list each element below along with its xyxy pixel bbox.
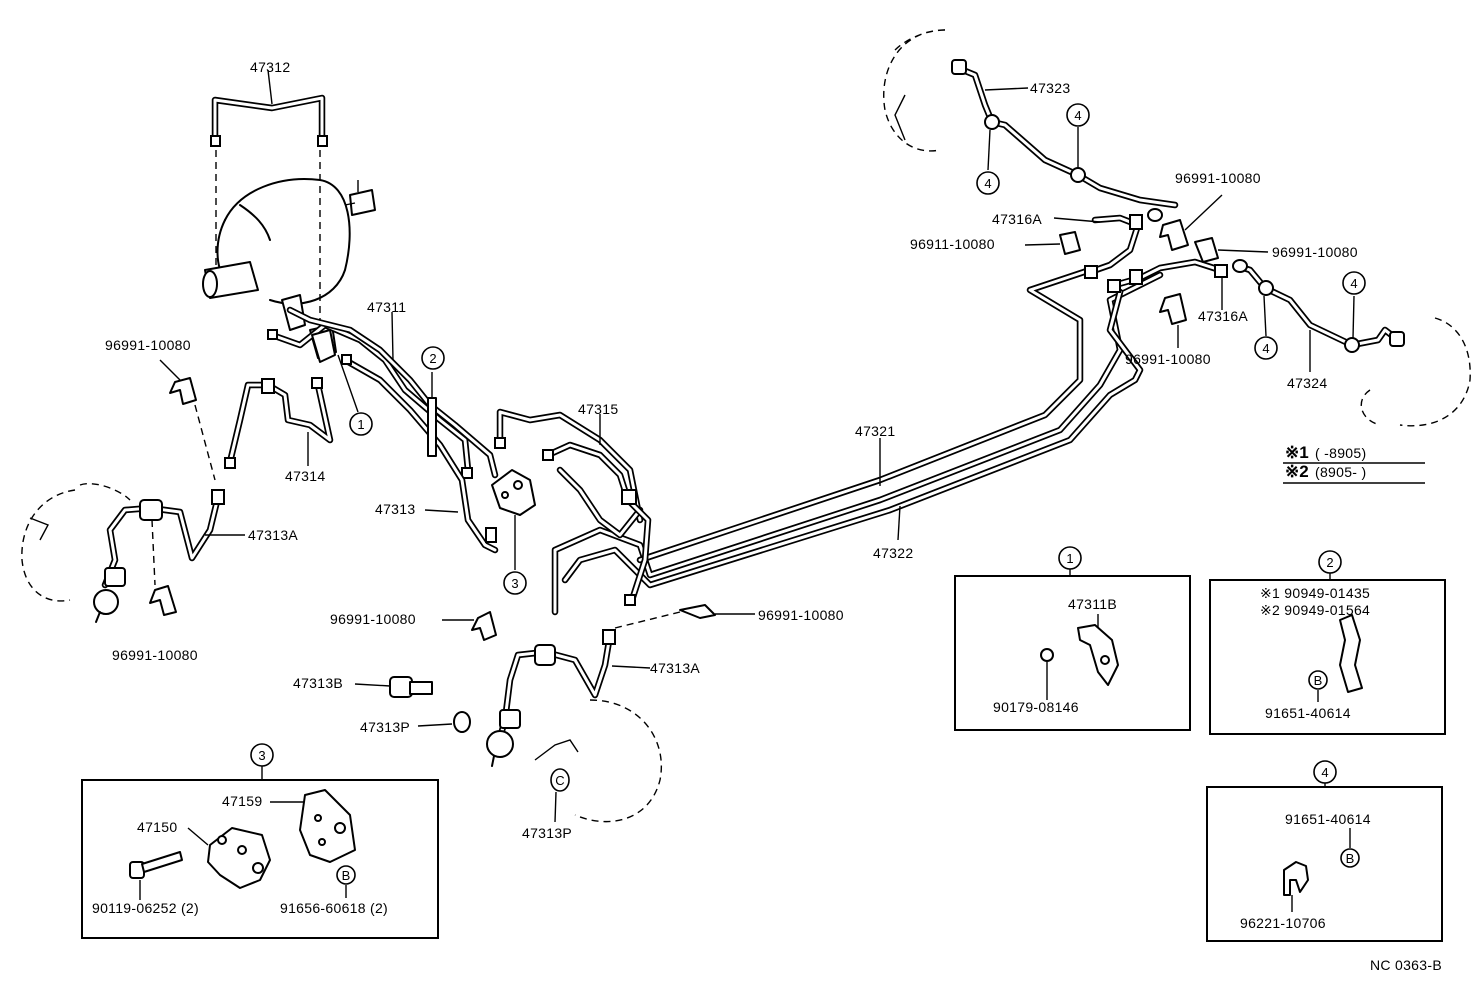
label-clip-mid-left: 96991-10080 bbox=[330, 611, 416, 627]
clip-callout-2: 2 bbox=[421, 346, 445, 457]
callout-2-top: 2 bbox=[429, 351, 436, 366]
left-front-wheel: 47313A 96991-10080 bbox=[21, 483, 298, 663]
label-47313A-left: 47313A bbox=[248, 527, 298, 543]
callout-3-top: 3 bbox=[511, 576, 518, 591]
label-47313A-mid: 47313A bbox=[650, 660, 700, 676]
callout-4-b: 4 bbox=[1074, 108, 1081, 123]
detail2-line1: ※1 90949-01435 bbox=[1260, 585, 1370, 601]
label-47316A-mid: 47316A bbox=[1198, 308, 1248, 324]
tubes-47316A: 47316A 47316A bbox=[992, 208, 1248, 324]
label-clip-left-top: 96991-10080 bbox=[105, 337, 191, 353]
legend: ※1 ( -8905) ※2 (8905- ) bbox=[1283, 443, 1425, 484]
label-47313: 47313 bbox=[375, 501, 415, 517]
label-47313B: 47313B bbox=[293, 675, 343, 691]
label-clip-r1: 96991-10080 bbox=[1175, 170, 1261, 186]
main-brake-lines: 47321 47322 bbox=[551, 266, 1164, 616]
diagram-code: NC 0363-B bbox=[1370, 957, 1442, 973]
label-47322: 47322 bbox=[873, 545, 913, 561]
tube-47313: 47313 bbox=[341, 354, 499, 554]
detail4-part-b: 96221-10706 bbox=[1240, 915, 1326, 931]
legend-text-1: ( -8905) bbox=[1315, 445, 1366, 461]
legend-mark-2: ※2 bbox=[1285, 462, 1309, 481]
detail4-callout: 4 bbox=[1321, 765, 1328, 780]
detail2-part-b: 91651-40614 bbox=[1265, 705, 1351, 721]
clamp-callout-1: 1 bbox=[311, 329, 373, 436]
rear-clips: 96991-10080 96991-10080 96991-10080 9691… bbox=[910, 170, 1358, 367]
right-front-wheel: 47313A C 47313P bbox=[486, 629, 700, 841]
label-47324: 47324 bbox=[1287, 375, 1327, 391]
tube-center-down bbox=[621, 489, 652, 606]
label-47323: 47323 bbox=[1030, 80, 1070, 96]
detail-box-3: 3 47159 47150 90119-06252 (2) B 91656-60… bbox=[81, 743, 439, 939]
detail2-line2: ※2 90949-01564 bbox=[1260, 602, 1370, 618]
detail2-callout: 2 bbox=[1326, 555, 1333, 570]
detail3-callout-B: B bbox=[342, 868, 351, 883]
callout-4-c: 4 bbox=[1262, 341, 1269, 356]
rear-left-wheel: 47323 4 4 bbox=[883, 29, 1179, 209]
hose-bolt-47313B: 47313B bbox=[293, 675, 433, 698]
detail3-part-b: 47150 bbox=[137, 819, 177, 835]
label-47316A-top: 47316A bbox=[992, 211, 1042, 227]
detail1-part-b: 90179-08146 bbox=[993, 699, 1079, 715]
tube-47314: 47314 bbox=[224, 377, 334, 484]
label-47315: 47315 bbox=[578, 401, 618, 417]
detail1-part-a: 47311B bbox=[1068, 596, 1117, 612]
detail3-part-a: 47159 bbox=[222, 793, 262, 809]
detail3-part-c: 90119-06252 (2) bbox=[92, 900, 199, 916]
label-clip-mid-right: 96991-10080 bbox=[758, 607, 844, 623]
detail3-part-d: 91656-60618 (2) bbox=[280, 900, 388, 916]
label-clip-left-bot: 96991-10080 bbox=[112, 647, 198, 663]
detail-box-2: 2 ※1 90949-01435 ※2 90949-01564 B 91651-… bbox=[1209, 550, 1446, 735]
callout-C: C bbox=[555, 773, 564, 788]
label-47312: 47312 bbox=[250, 59, 290, 75]
legend-mark-1: ※1 bbox=[1285, 443, 1309, 462]
callout-4-d: 4 bbox=[1350, 276, 1357, 291]
detail4-part-a: 91651-40614 bbox=[1285, 811, 1371, 827]
detail-box-1: 1 47311B 90179-08146 bbox=[954, 546, 1191, 731]
detail1-callout: 1 bbox=[1066, 551, 1073, 566]
proportioning-valve: 3 bbox=[491, 469, 536, 595]
washer-47313P-mid: 47313P bbox=[360, 711, 471, 735]
callout-1-top: 1 bbox=[357, 417, 364, 432]
label-47321: 47321 bbox=[855, 423, 895, 439]
detail-box-4: 4 91651-40614 B 96221-10706 bbox=[1206, 760, 1443, 942]
detail3-callout: 3 bbox=[258, 748, 265, 763]
detail2-callout-B: B bbox=[1314, 673, 1323, 688]
label-47314: 47314 bbox=[285, 468, 325, 484]
clip-mid-right: 96991-10080 bbox=[614, 604, 844, 629]
label-clip-r2: 96991-10080 bbox=[1272, 244, 1358, 260]
label-clip-r4: 96911-10080 bbox=[910, 236, 995, 252]
legend-text-2: (8905- ) bbox=[1315, 464, 1366, 480]
tube-47311: 47311 bbox=[267, 299, 499, 479]
clip-mid-left: 96991-10080 bbox=[330, 611, 497, 641]
callout-4-a: 4 bbox=[984, 176, 991, 191]
clip-left-top: 96991-10080 bbox=[105, 337, 216, 481]
label-47313P-mid: 47313P bbox=[360, 719, 410, 735]
label-clip-r3: 96991-10080 bbox=[1125, 351, 1211, 367]
label-47313P-bot: 47313P bbox=[522, 825, 572, 841]
detail4-callout-B: B bbox=[1346, 851, 1355, 866]
label-47311: 47311 bbox=[367, 299, 406, 315]
tube-47312: 47312 bbox=[210, 59, 328, 330]
rear-right-wheel: 4 4 47324 bbox=[1232, 259, 1471, 427]
